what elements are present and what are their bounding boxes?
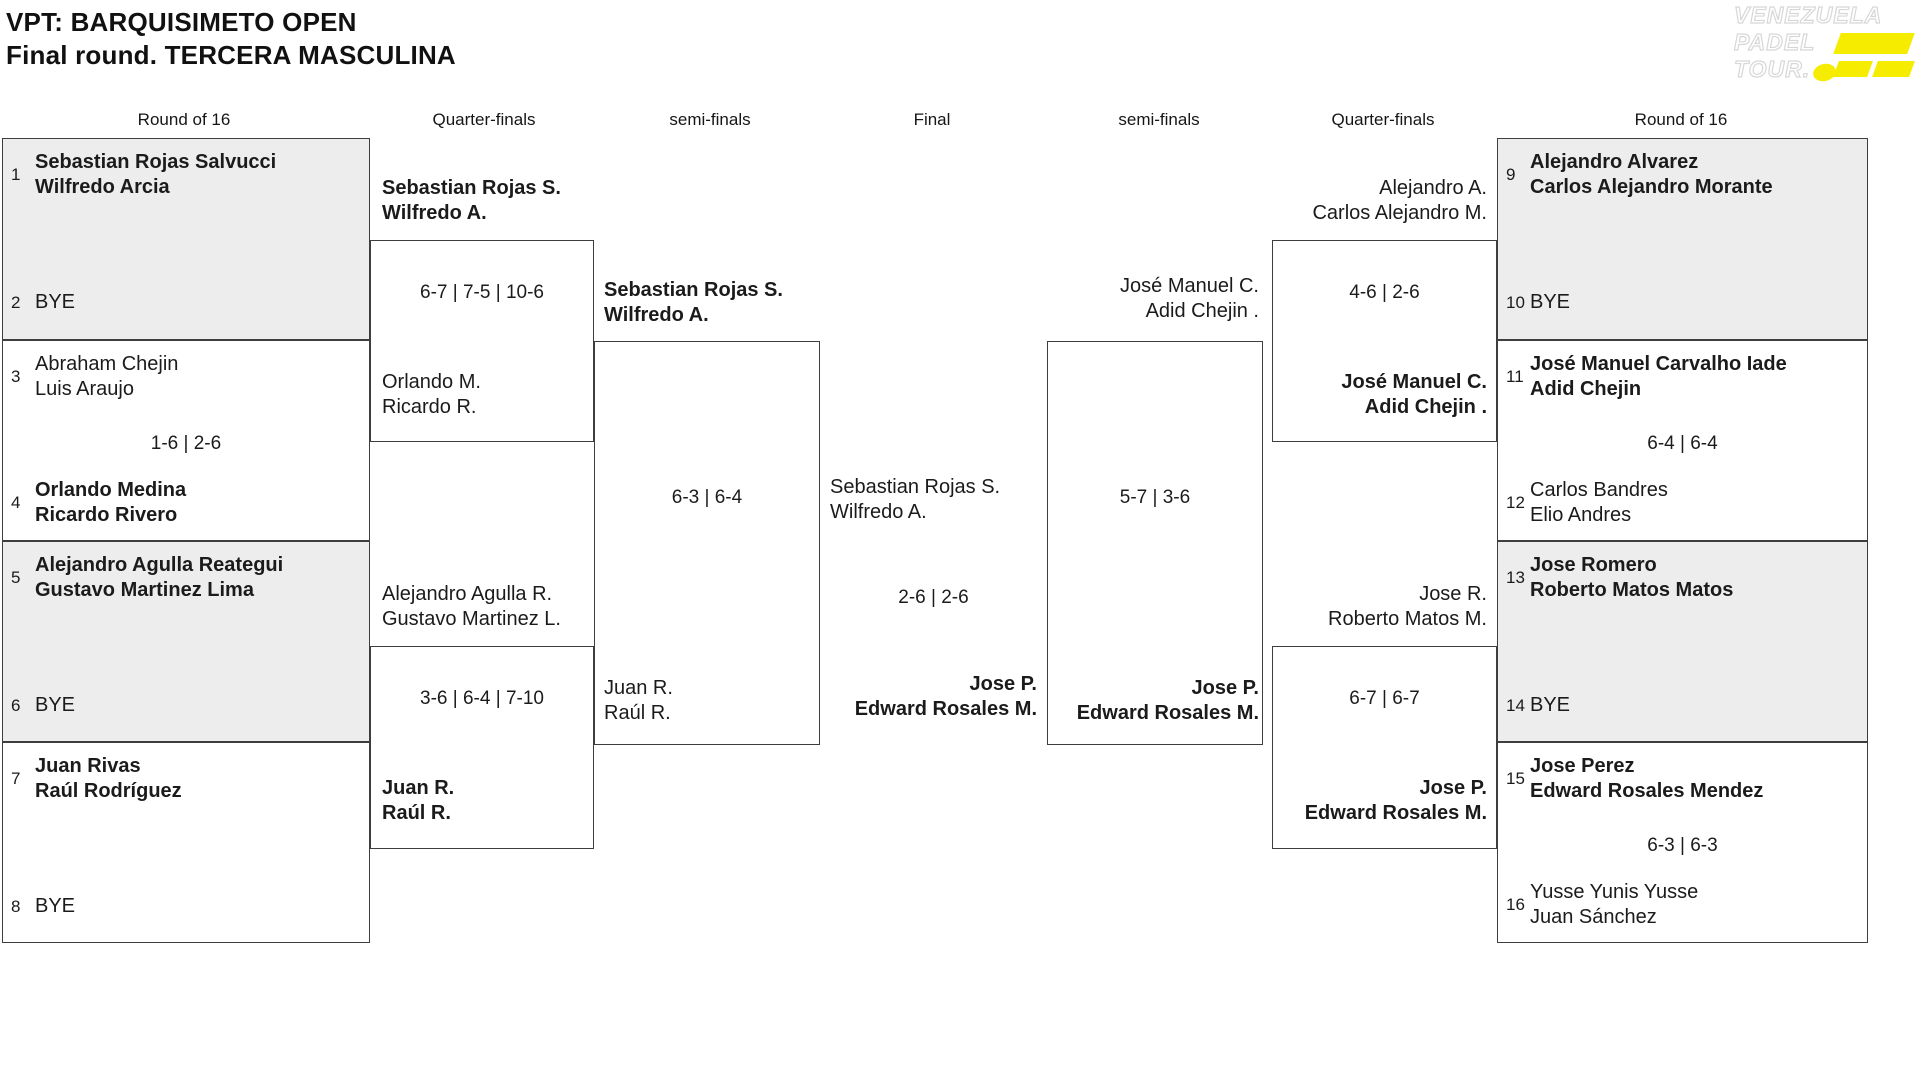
- round-header: Round of 16: [137, 110, 231, 129]
- venezuela-padel-tour-logo: VENEZUELA PADEL TOUR.: [1733, 1, 1920, 96]
- match-box-r16: [1497, 340, 1868, 541]
- round-header: Quarter-finals: [432, 110, 536, 129]
- match-box-quarterfinal: [1272, 240, 1497, 442]
- seed-number: 3: [11, 367, 21, 386]
- advancing-team-label: Orlando M.Ricardo R.: [382, 371, 481, 418]
- seed-number: 2: [11, 292, 21, 312]
- match-score: 6-7 | 6-7: [1349, 688, 1420, 709]
- round-header: Round of 16: [1634, 110, 1728, 129]
- seed-number: 16: [1506, 895, 1525, 914]
- team-row: 6 BYE: [2, 693, 370, 718]
- match-score: 5-7 | 3-6: [1119, 487, 1191, 508]
- seed-number: 7: [11, 769, 21, 788]
- team-row: 2 BYE: [2, 290, 370, 315]
- seed-number: 10: [1506, 292, 1525, 312]
- final-score: 2-6 | 2-6: [898, 587, 969, 608]
- final-team-label: Jose P.Edward Rosales M.: [854, 673, 1037, 720]
- seed-number: 5: [11, 568, 21, 587]
- match-box-r16: [2, 742, 370, 943]
- page-title: VPT: BARQUISIMETO OPEN: [6, 7, 357, 37]
- advancing-team-label: Juan R.Raúl R.: [382, 777, 455, 824]
- logo-text-line: TOUR.: [1733, 55, 1811, 82]
- match-box-r16: [1497, 541, 1868, 742]
- seed-number: 15: [1506, 769, 1525, 788]
- final-team-label: Sebastian Rojas S.Wilfredo A.: [830, 476, 1001, 523]
- round-header: semi-finals: [669, 110, 751, 129]
- advancing-team-label: Alejandro A.Carlos Alejandro M.: [1312, 177, 1487, 224]
- team-name: BYE: [1530, 291, 1571, 313]
- advancing-team-label: Jose R.Roberto Matos M.: [1328, 583, 1487, 630]
- round-header: Quarter-finals: [1331, 110, 1435, 129]
- team-row: 8 BYE: [2, 894, 370, 919]
- match-box-semifinal: [594, 341, 820, 745]
- advancing-team-label: Sebastian Rojas S.Wilfredo A.: [382, 177, 561, 224]
- match-score: 6-3 | 6-4: [671, 487, 743, 508]
- team-name: BYE: [35, 291, 76, 313]
- match-box-r16: [2, 541, 370, 742]
- seed-number: 9: [1506, 165, 1516, 184]
- team-name: BYE: [35, 895, 76, 917]
- seed-number: 4: [11, 493, 21, 512]
- logo-text-line: PADEL: [1733, 28, 1816, 55]
- advancing-team-label: Alejandro Agulla R.Gustavo Martinez L.: [382, 583, 561, 630]
- seed-number: 14: [1506, 695, 1525, 715]
- match-score: 1-6 | 2-6: [150, 433, 222, 454]
- seed-number: 8: [11, 896, 21, 916]
- match-score: 6-4 | 6-4: [1647, 433, 1718, 454]
- round-header: semi-finals: [1118, 110, 1200, 129]
- match-score: 6-7 | 7-5 | 10-6: [420, 282, 544, 303]
- seed-number: 1: [11, 165, 21, 184]
- advancing-team-label: Jose P.Edward Rosales M.: [1076, 677, 1259, 724]
- seed-number: 6: [11, 695, 21, 715]
- seed-number: 11: [1506, 367, 1524, 386]
- match-score: 4-6 | 2-6: [1349, 282, 1420, 303]
- match-box-r16: [1497, 742, 1868, 943]
- match-box-quarterfinal: [370, 240, 594, 442]
- logo-text-line: VENEZUELA: [1733, 1, 1883, 28]
- match-score: 6-3 | 6-3: [1647, 835, 1718, 856]
- advancing-team-label: José Manuel C.Adid Chejin .: [1120, 275, 1259, 322]
- round-header: Final: [913, 110, 951, 129]
- advancing-team-label: José Manuel C.Adid Chejin .: [1341, 371, 1487, 418]
- seed-number: 13: [1506, 568, 1525, 587]
- match-box-semifinal: [1047, 341, 1263, 745]
- seed-number: 12: [1506, 493, 1525, 512]
- page-subtitle: Final round. TERCERA MASCULINA: [6, 40, 456, 70]
- match-box-quarterfinal: [370, 646, 594, 849]
- advancing-team-label: Jose P.Edward Rosales M.: [1304, 777, 1487, 824]
- match-box-r16: [2, 138, 370, 340]
- advancing-team-label: Juan R.Raúl R.: [604, 677, 673, 724]
- match-box-r16: [1497, 138, 1868, 340]
- match-score: 3-6 | 6-4 | 7-10: [420, 688, 544, 709]
- match-box-quarterfinal: [1272, 646, 1497, 849]
- match-box-r16: [2, 340, 370, 541]
- team-name: BYE: [35, 694, 76, 716]
- team-name: BYE: [1530, 694, 1571, 716]
- advancing-team-label: Sebastian Rojas S.Wilfredo A.: [604, 279, 783, 326]
